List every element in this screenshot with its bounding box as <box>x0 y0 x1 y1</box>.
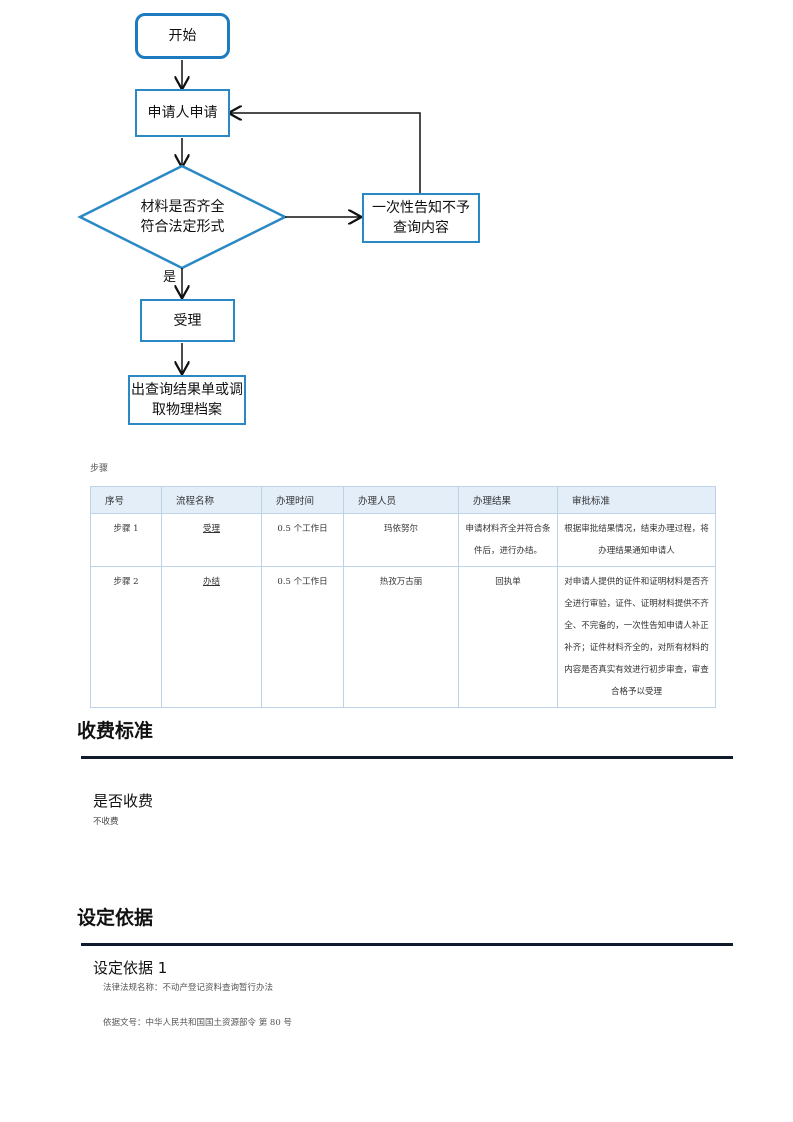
basis-section-title: 设定依据 <box>77 907 154 929</box>
steps-table: 序号 流程名称 办理时间 办理人员 办理结果 审批标准 步骤 1 受理 0.5 … <box>90 486 716 708</box>
fees-divider <box>81 756 733 759</box>
cell-time: 0.5 个工作日 <box>261 566 344 708</box>
basis-divider <box>81 943 733 946</box>
cell-person: 热孜万古丽 <box>343 566 459 708</box>
cell-result: 申请材料齐全并符合条件后，进行办结。 <box>458 513 558 567</box>
steps-header-row: 序号 流程名称 办理时间 办理人员 办理结果 审批标准 <box>90 486 716 514</box>
flow-notify-line1: 一次性告知不予 <box>372 200 470 216</box>
flow-result-node: 出查询结果单或调 取物理档案 <box>128 375 246 425</box>
cell-seq: 步骤 2 <box>90 566 162 708</box>
flow-accept-label: 受理 <box>173 312 202 329</box>
flow-start-node: 开始 <box>135 13 230 59</box>
table-row: 步骤 2 办结 0.5 个工作日 热孜万古丽 回执单 对申请人提供的证件和证明材… <box>90 566 716 708</box>
flow-decision-label: 材料是否齐全 符合法定形式 <box>120 197 245 237</box>
flow-result-line1: 出查询结果单或调 <box>131 382 243 398</box>
flow-decision-line1: 材料是否齐全 <box>140 199 225 215</box>
cell-name[interactable]: 办结 <box>161 566 262 708</box>
flow-decision-line2: 符合法定形式 <box>140 219 225 235</box>
header-time: 办理时间 <box>261 486 344 514</box>
flow-notify-line2: 查询内容 <box>393 220 449 236</box>
flow-yes-label: 是 <box>163 270 177 285</box>
cell-standard: 对申请人提供的证件和证明材料是否齐全进行审验，证件、证明材料提供不齐全、不完备的… <box>557 566 716 708</box>
flow-start-label: 开始 <box>168 28 197 44</box>
cell-seq: 步骤 1 <box>90 513 162 567</box>
basis-sub-title: 设定依据 1 <box>93 959 168 977</box>
fees-section-title: 收费标准 <box>77 720 154 742</box>
header-name: 流程名称 <box>161 486 262 514</box>
basis-law-name: 法律法规名称：不动产登记资料查询暂行办法 <box>103 983 274 993</box>
basis-doc-no: 依据文号：中华人民共和国国土资源部令 第 80 号 <box>103 1018 292 1028</box>
arrow-notify-to-apply <box>230 113 421 193</box>
header-result: 办理结果 <box>458 486 558 514</box>
cell-result: 回执单 <box>458 566 558 708</box>
flow-result-line2: 取物理档案 <box>152 402 222 418</box>
cell-person: 玛依努尔 <box>343 513 459 567</box>
header-person: 办理人员 <box>343 486 459 514</box>
cell-standard: 根据审批结果情况，结束办理过程，将办理结果通知申请人 <box>557 513 716 567</box>
flow-accept-node: 受理 <box>140 299 235 342</box>
flow-apply-node: 申请人申请 <box>135 89 230 137</box>
cell-time: 0.5 个工作日 <box>261 513 344 567</box>
cell-name[interactable]: 受理 <box>161 513 262 567</box>
header-standard: 审批标准 <box>557 486 716 514</box>
header-seq: 序号 <box>90 486 162 514</box>
flow-apply-label: 申请人申请 <box>147 105 218 121</box>
fees-sub-title: 是否收费 <box>93 792 154 810</box>
steps-caption: 步骤 <box>90 464 109 474</box>
fees-value: 不收费 <box>93 817 119 827</box>
flowchart-connectors <box>77 60 421 440</box>
step-link[interactable]: 办结 <box>202 577 220 587</box>
step-link[interactable]: 受理 <box>202 524 220 534</box>
flow-notify-node: 一次性告知不予 查询内容 <box>362 193 480 243</box>
table-row: 步骤 1 受理 0.5 个工作日 玛依努尔 申请材料齐全并符合条件后，进行办结。… <box>90 513 716 567</box>
